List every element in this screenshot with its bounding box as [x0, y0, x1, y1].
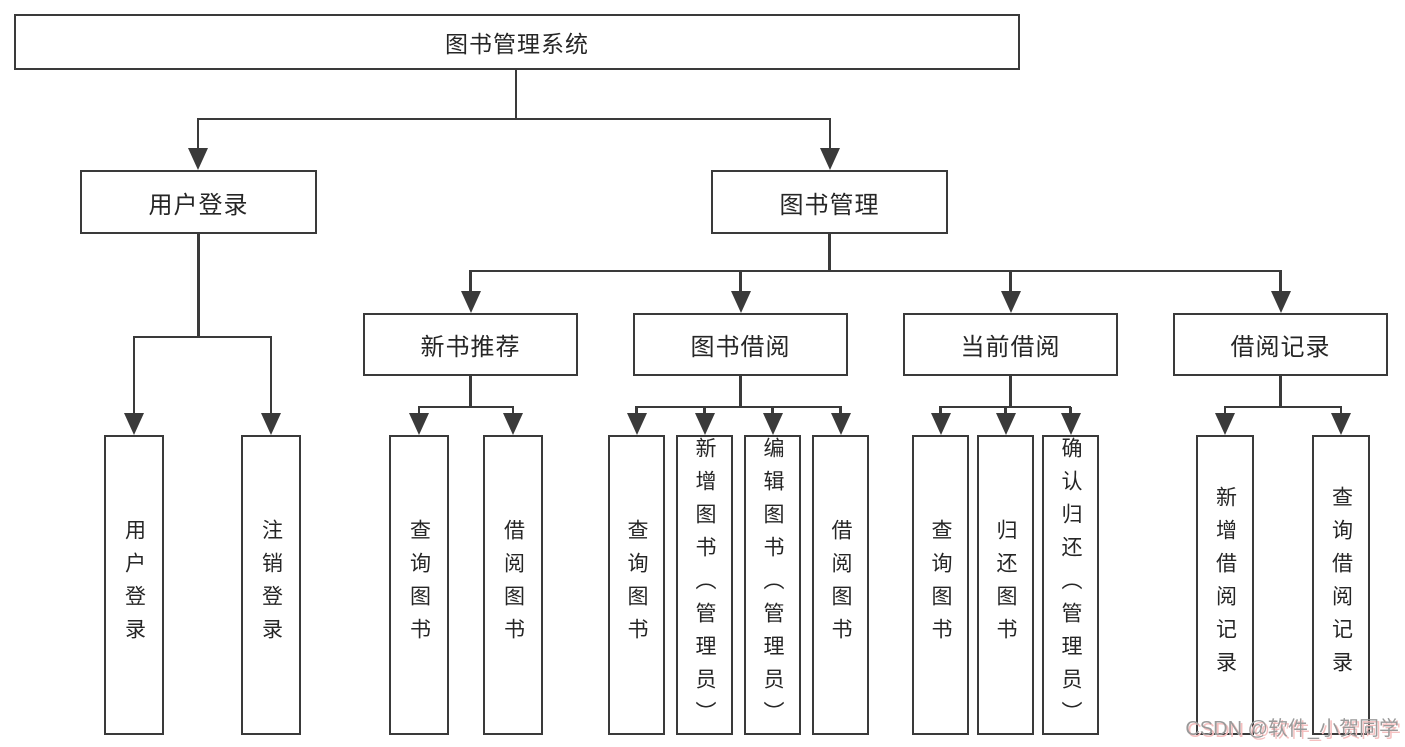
- connector-leaf-drop: [1004, 407, 1007, 416]
- leaf-borrow-books-2: 借阅图书: [812, 435, 869, 735]
- leaf-add-borrow-record: 新增借阅记录: [1196, 435, 1254, 735]
- node-book-borrow: 图书借阅: [633, 313, 848, 376]
- arrowhead-icon: [694, 413, 715, 435]
- leaf-user-login: 用户登录: [104, 435, 164, 735]
- node-root-label: 图书管理系统: [445, 31, 589, 57]
- leaf-add-books-admin: 新增图书（管理员）: [676, 435, 733, 735]
- connector-to-leaf-login: [132, 337, 136, 415]
- leaf-return-books-label: 归还图书: [994, 519, 1017, 651]
- connector-user-login-bus: [132, 335, 273, 339]
- leaf-borrow-books-1-label: 借阅图书: [501, 519, 525, 651]
- node-book-management: 图书管理: [711, 170, 948, 234]
- node-root: 图书管理系统: [14, 14, 1020, 70]
- connector-root-drop: [514, 70, 518, 120]
- connector-to-book-borrow: [739, 271, 742, 293]
- arrowhead-icon: [409, 413, 429, 435]
- arrowhead-icon: [503, 413, 523, 435]
- node-new-books-label: 新书推荐: [420, 334, 521, 361]
- arrowhead-icon: [188, 148, 208, 170]
- leaf-confirm-return-admin: 确认归还（管理员）: [1042, 435, 1099, 735]
- connector-user-login-drop: [197, 234, 200, 338]
- connector-leaf-drop: [635, 407, 638, 416]
- leaf-query-books-3-label: 查询图书: [929, 519, 952, 651]
- arrowhead-icon: [1060, 413, 1081, 435]
- arrowhead-icon: [1331, 413, 1351, 435]
- node-new-books: 新书推荐: [363, 313, 578, 376]
- arrowhead-icon: [261, 413, 281, 435]
- node-user-login: 用户登录: [80, 170, 317, 234]
- connector-leaf-drop: [1069, 407, 1072, 416]
- leaf-borrow-books-2-label: 借阅图书: [829, 519, 852, 651]
- arrowhead-icon: [1270, 291, 1291, 313]
- leaf-query-books-1-label: 查询图书: [407, 519, 431, 651]
- connector-to-borrow-records: [1279, 271, 1282, 293]
- connector-leaf-drop: [839, 407, 842, 416]
- leaf-query-borrow-record-label: 查询借阅记录: [1329, 486, 1353, 684]
- node-user-login-label: 用户登录: [148, 191, 249, 219]
- arrowhead-icon: [820, 148, 840, 170]
- leaf-return-books: 归还图书: [977, 435, 1034, 735]
- leaf-logout: 注销登录: [241, 435, 301, 735]
- leaf-edit-books-admin: 编辑图书（管理员）: [744, 435, 801, 735]
- connector-leaf-drop: [939, 407, 942, 416]
- leaf-query-borrow-record: 查询借阅记录: [1312, 435, 1370, 735]
- connector-leaf-drop: [1339, 407, 1343, 416]
- connector-to-leaf-logout: [269, 337, 273, 415]
- connector-book-borrow-drop: [739, 376, 742, 408]
- connector-leaf-drop: [1223, 407, 1227, 416]
- leaf-confirm-return-admin-label: 确认归还（管理员）: [1059, 437, 1082, 734]
- connector-to-book-management: [828, 119, 832, 150]
- connector-to-user-login: [196, 119, 200, 150]
- leaf-query-books-2: 查询图书: [608, 435, 665, 735]
- arrowhead-icon: [626, 413, 647, 435]
- connector-to-current-borrow: [1009, 271, 1012, 293]
- node-borrow-records-label: 借阅记录: [1230, 334, 1331, 361]
- arrowhead-icon: [1000, 291, 1021, 313]
- node-borrow-records: 借阅记录: [1173, 313, 1388, 376]
- arrowhead-icon: [460, 291, 481, 313]
- node-book-management-label: 图书管理: [779, 191, 880, 219]
- csdn-watermark: CSDN @软件_小贺同学: [1185, 718, 1399, 740]
- arrowhead-icon: [730, 291, 751, 313]
- leaf-logout-label: 注销登录: [259, 519, 283, 651]
- connector-current-borrow-drop: [1009, 376, 1012, 408]
- leaf-add-books-admin-label: 新增图书（管理员）: [693, 437, 716, 734]
- node-current-borrow: 当前借阅: [903, 313, 1118, 376]
- leaf-edit-books-admin-label: 编辑图书（管理员）: [761, 437, 784, 734]
- connector-leaf-drop: [511, 407, 515, 416]
- connector-borrow-records-bus: [1223, 405, 1343, 409]
- leaf-query-books-2-label: 查询图书: [625, 519, 648, 651]
- connector-root-bus: [196, 117, 832, 121]
- connector-borrow-records-drop: [1279, 376, 1282, 408]
- leaf-query-books-1: 查询图书: [389, 435, 449, 735]
- connector-leaf-drop: [703, 407, 706, 416]
- leaf-borrow-books-1: 借阅图书: [483, 435, 543, 735]
- leaf-add-borrow-record-label: 新增借阅记录: [1213, 486, 1237, 684]
- leaf-user-login-label: 用户登录: [122, 519, 146, 651]
- connector-leaf-drop: [771, 407, 774, 416]
- connector-book-management-drop: [828, 234, 831, 272]
- connector-book-borrow-bus: [635, 405, 842, 409]
- leaf-query-books-3: 查询图书: [912, 435, 969, 735]
- arrowhead-icon: [124, 413, 144, 435]
- node-current-borrow-label: 当前借阅: [960, 334, 1061, 361]
- arrowhead-icon: [1215, 413, 1235, 435]
- connector-to-new-books: [469, 271, 472, 293]
- arrowhead-icon: [762, 413, 783, 435]
- connector-leaf-drop: [417, 407, 421, 416]
- connector-new-books-bus: [417, 405, 515, 409]
- arrowhead-icon: [930, 413, 951, 435]
- arrowhead-icon: [830, 413, 851, 435]
- arrowhead-icon: [995, 413, 1016, 435]
- node-book-borrow-label: 图书借阅: [690, 334, 791, 361]
- connector-book-management-bus: [469, 269, 1282, 273]
- connector-new-books-drop: [469, 376, 472, 408]
